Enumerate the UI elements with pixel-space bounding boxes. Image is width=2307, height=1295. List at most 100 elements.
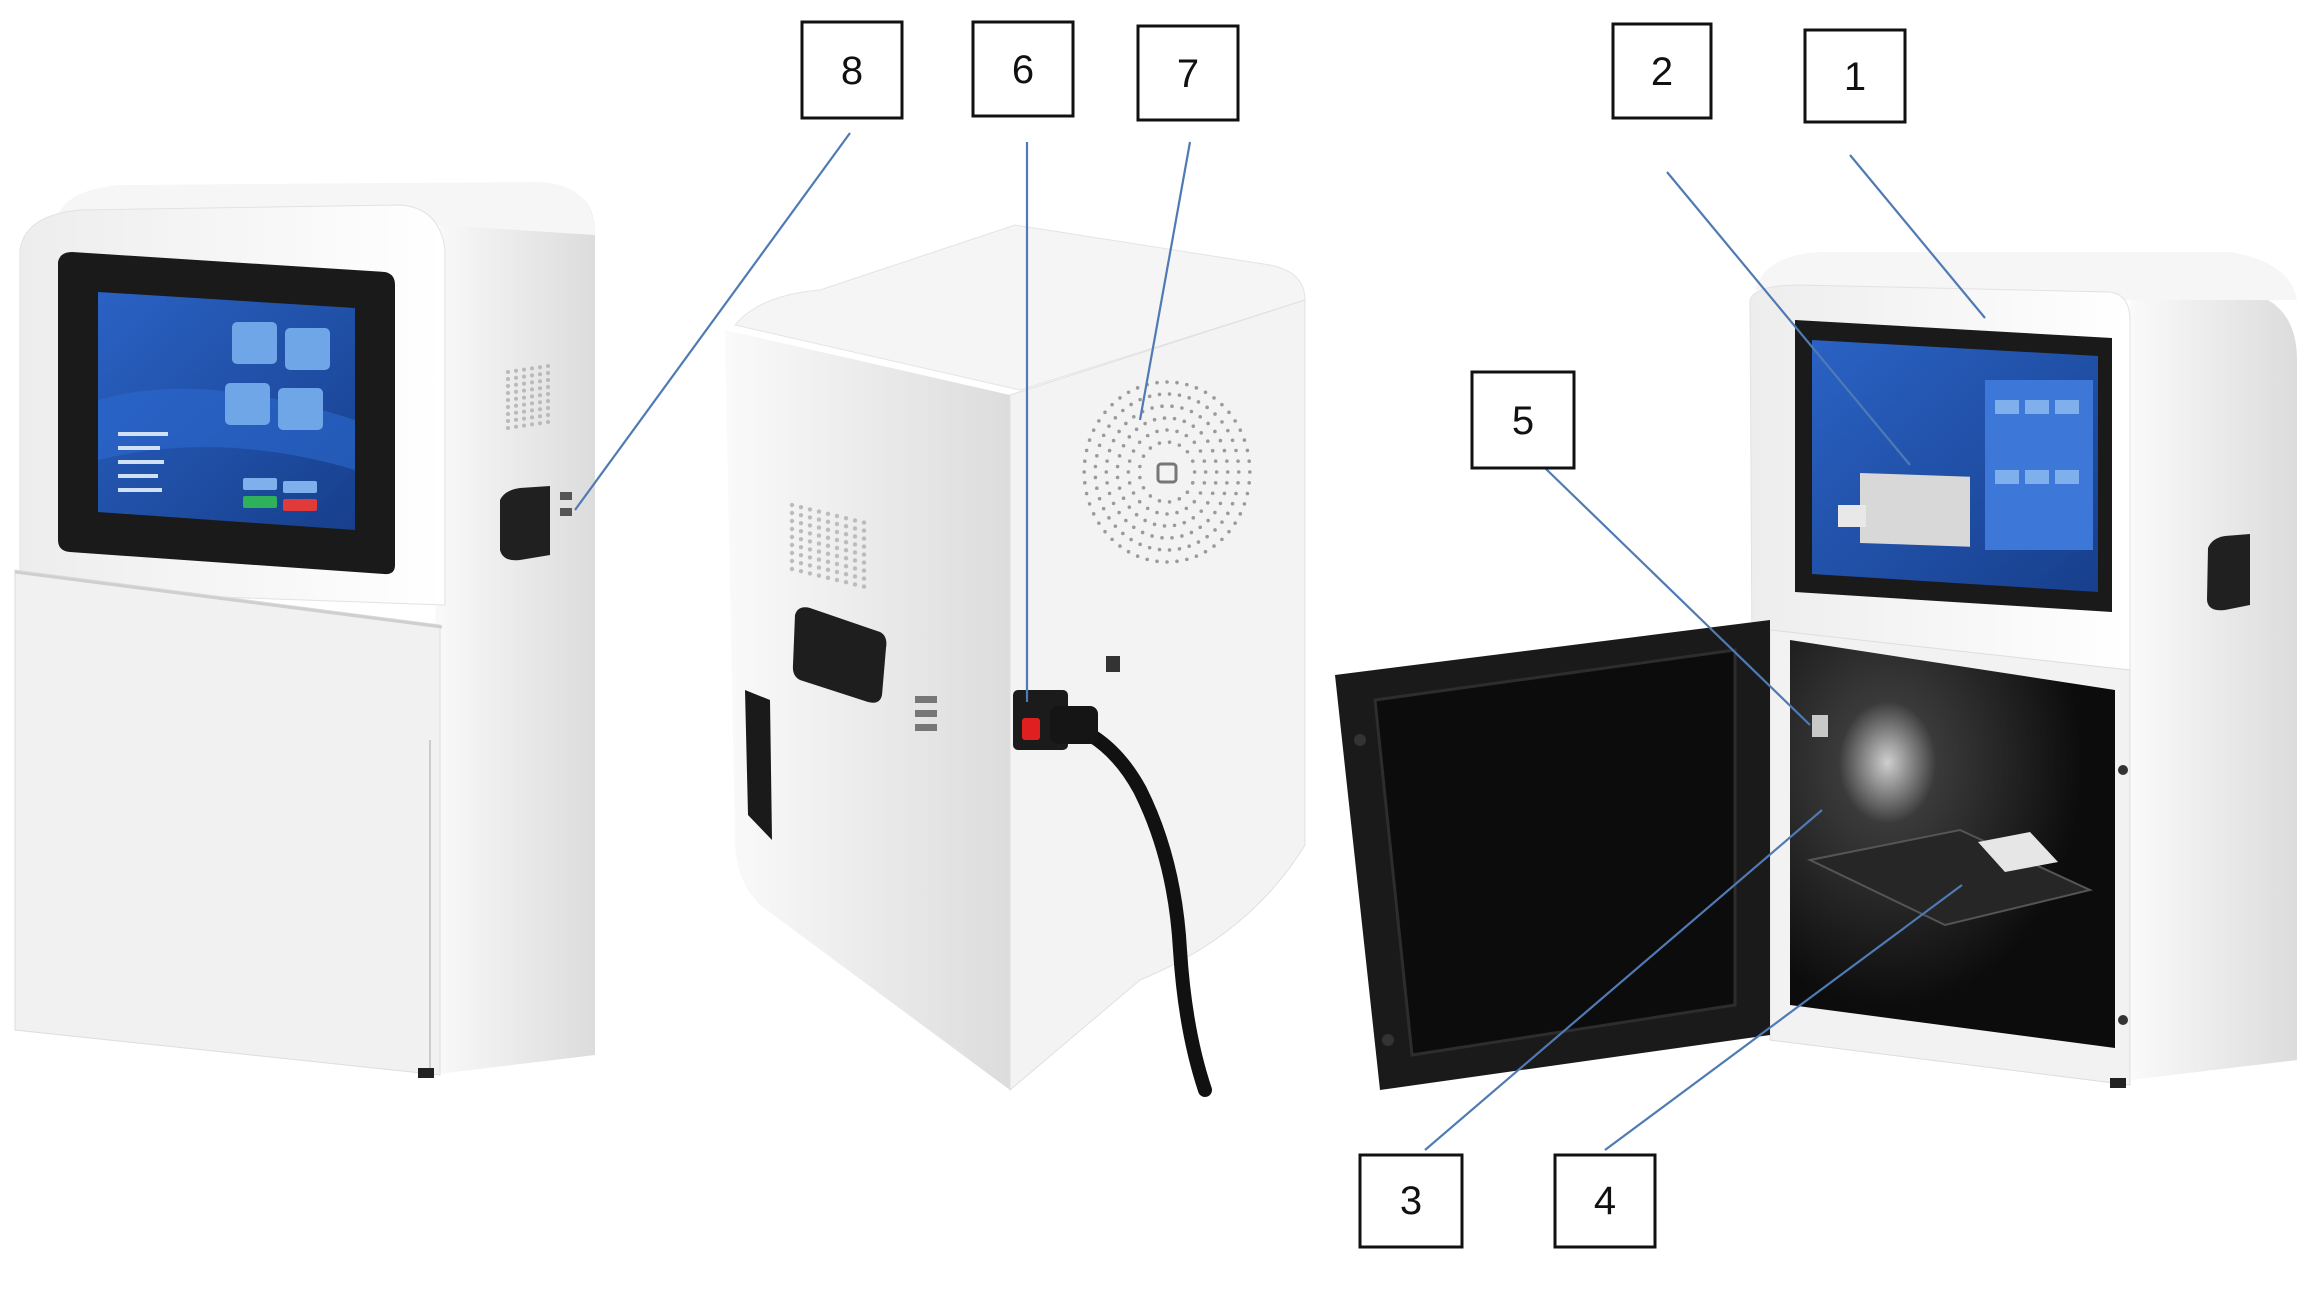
fan-hole <box>1220 420 1224 424</box>
fan-hole <box>1162 524 1167 528</box>
vent-hole <box>825 543 831 548</box>
fan-hole <box>1124 518 1128 523</box>
rear-unit-left-side <box>725 330 1010 1090</box>
fan-hole <box>1196 540 1201 544</box>
fan-hole <box>1091 512 1096 516</box>
fan-hole <box>1185 490 1190 495</box>
fan-grille-center <box>1156 462 1178 484</box>
fan-hole <box>1192 470 1197 474</box>
callout-5: 5 <box>1470 370 1576 470</box>
fan-hole <box>1118 544 1122 548</box>
vent-hole <box>789 558 795 564</box>
leader-line-5 <box>1544 467 1811 726</box>
vent-hole <box>852 582 858 587</box>
fan-hole <box>1107 516 1111 520</box>
leader-line-2 <box>1666 171 1911 466</box>
screen-button <box>243 478 277 490</box>
fan-hole <box>1213 429 1217 434</box>
vent-hole <box>798 529 804 534</box>
vent-hole <box>825 519 831 524</box>
vent-hole <box>807 563 813 568</box>
vent-hole <box>861 584 867 589</box>
fan-hole <box>1238 512 1243 516</box>
fan-hole <box>1167 548 1172 552</box>
fan-hole <box>1160 535 1164 540</box>
vent-hole <box>546 364 550 368</box>
leader-line-8 <box>574 132 851 511</box>
fan-hole <box>1083 459 1087 463</box>
fan-hole <box>1117 454 1122 458</box>
fan-hole <box>1157 441 1162 445</box>
fan-hole <box>1148 446 1153 450</box>
vent-hole <box>816 509 822 514</box>
vent-hole <box>852 574 858 579</box>
vent-hole <box>530 394 534 399</box>
fan-grille <box>1082 380 1252 564</box>
vent-hole <box>546 371 550 375</box>
front-unit-side-panel <box>430 190 595 1075</box>
fan-hole <box>1145 557 1149 562</box>
callout-4: 4 <box>1553 1153 1657 1249</box>
fan-hole <box>1155 380 1159 385</box>
fan-hole <box>1205 405 1209 410</box>
vent-hole <box>538 400 542 405</box>
fan-hole <box>1093 464 1098 469</box>
fan-hole <box>1190 481 1195 485</box>
fan-hole <box>1177 443 1182 447</box>
fan-hole <box>1180 534 1184 538</box>
vent-hole <box>506 391 510 395</box>
fan-hole <box>1189 409 1194 414</box>
vent-hole <box>798 513 804 518</box>
vent-hole <box>506 370 510 374</box>
usb-port <box>560 492 572 500</box>
callout-8-label: 8 <box>841 49 863 93</box>
vent-hole <box>861 536 867 541</box>
screen-button <box>283 481 317 493</box>
callout-2: 2 <box>1611 22 1713 120</box>
fan-hole <box>1083 481 1087 485</box>
fan-hole <box>1210 448 1215 453</box>
screen-ctrl-btn <box>2055 400 2079 414</box>
leader-line-3 <box>1424 809 1823 1151</box>
vent-hole <box>816 525 822 530</box>
vent-hole <box>852 566 858 571</box>
vent-hole <box>506 384 510 388</box>
leader-line-4 <box>1604 884 1963 1151</box>
fan-hole <box>1157 547 1162 552</box>
callout-1: 1 <box>1803 28 1907 124</box>
fan-hole <box>1111 501 1116 506</box>
vent-hole <box>538 386 542 391</box>
vent-hole <box>798 537 804 542</box>
fan-hole <box>1220 537 1224 542</box>
fan-hole <box>1135 386 1140 390</box>
vent-hole <box>514 417 518 422</box>
fan-hole <box>1117 510 1121 515</box>
fan-hole <box>1150 534 1154 538</box>
vent-hole <box>825 575 831 580</box>
fan-hole <box>1126 390 1131 395</box>
fan-hole <box>1203 549 1208 554</box>
fan-hole <box>1175 559 1179 564</box>
fan-hole <box>1187 544 1191 548</box>
fan-hole <box>1182 520 1187 525</box>
vent-hole <box>834 577 840 583</box>
fan-hole <box>1230 501 1235 506</box>
screen-text-line <box>118 446 160 450</box>
vent-hole <box>861 544 867 549</box>
fan-hole <box>1203 390 1208 395</box>
vent-hole <box>825 511 831 516</box>
fan-hole <box>1210 491 1215 496</box>
vent-hole <box>789 566 795 572</box>
vent-hole <box>807 547 813 552</box>
callout-3-label: 3 <box>1400 1179 1422 1223</box>
front-unit-foot <box>418 1068 434 1078</box>
fan-hole <box>1175 510 1179 515</box>
vent-hole <box>546 413 550 417</box>
vent-hole <box>546 406 550 410</box>
vent-hole <box>522 367 526 372</box>
vent-hole <box>522 423 526 428</box>
fan-hole <box>1202 481 1207 485</box>
fan-hole <box>1138 397 1142 402</box>
vent-hole <box>522 374 526 379</box>
